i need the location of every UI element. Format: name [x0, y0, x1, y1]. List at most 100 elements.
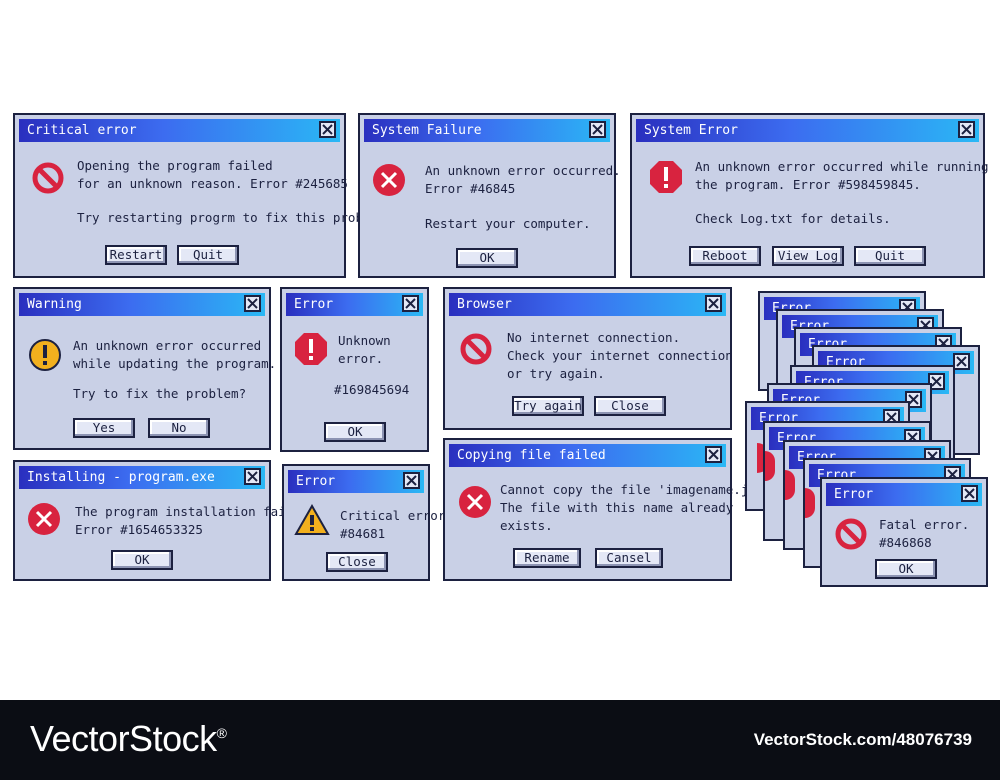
dialog-error-unknown: Error Unknown error. #169845694 OK [280, 287, 429, 452]
brand-logo[interactable]: VectorStock® [30, 718, 227, 760]
error-x-icon [28, 503, 60, 535]
view-log-button[interactable]: View Log [772, 246, 844, 266]
message-line: No internet connection. [507, 330, 681, 345]
stop-octagon-icon [650, 161, 682, 193]
message-line: An unknown error occurred. [425, 163, 621, 178]
close-icon[interactable] [928, 373, 945, 390]
dialog-installing: Installing - program.exe The program ins… [13, 460, 316, 581]
prohibited-icon [32, 162, 64, 194]
close-icon[interactable] [589, 121, 606, 138]
close-icon[interactable] [958, 121, 975, 138]
try-again-button[interactable]: Try again [512, 396, 584, 416]
message-line: The file with this name already [500, 500, 734, 515]
restart-button[interactable]: Restart [105, 245, 167, 265]
message-line: An unknown error occurred while running [695, 159, 989, 174]
title-bar[interactable]: Warning [19, 293, 265, 316]
message-line: while updating the program. [73, 356, 277, 371]
close-icon[interactable] [244, 468, 261, 485]
message-line: or try again. [507, 366, 605, 381]
quit-button[interactable]: Quit [177, 245, 239, 265]
message-line: error. [338, 351, 384, 366]
yes-button[interactable]: Yes [73, 418, 135, 438]
partial-error-icon [765, 451, 775, 481]
prohibited-icon [835, 518, 867, 550]
no-button[interactable]: No [148, 418, 210, 438]
title-bar[interactable]: System Error [636, 119, 979, 142]
close-icon[interactable] [402, 295, 419, 312]
prohibited-icon [460, 333, 492, 365]
message-line: Error #1654653325 [75, 522, 203, 537]
ok-button[interactable]: OK [111, 550, 173, 570]
dialog-title: Installing - program.exe [27, 470, 215, 485]
close-icon[interactable] [244, 295, 261, 312]
message-line: Try to fix the problem? [73, 386, 247, 401]
title-bar[interactable]: Critical error [19, 119, 340, 142]
title-bar[interactable]: Error [826, 483, 982, 506]
quit-button[interactable]: Quit [854, 246, 926, 266]
message-line: An unknown error occurred [73, 338, 262, 353]
close-icon[interactable] [961, 485, 978, 502]
message-line: #169845694 [334, 382, 410, 397]
message-line: Error #46845 [425, 181, 516, 196]
title-bar[interactable]: Error [288, 470, 424, 493]
dialog-title: Error [296, 474, 336, 489]
dialog-title: Browser [457, 297, 512, 312]
close-icon[interactable] [953, 353, 970, 370]
dialog-title: Error [834, 487, 874, 502]
dialog-title: Error [294, 297, 334, 312]
title-bar[interactable]: Copying file failed [449, 444, 726, 467]
partial-error-icon [785, 470, 795, 500]
cancel-button[interactable]: Cansel [595, 548, 663, 568]
message-line: Check Log.txt for details. [695, 211, 891, 226]
dialog-copying-failed: Copying file failed Cannot copy the file… [443, 438, 778, 581]
dialog-title: Copying file failed [457, 448, 606, 463]
message-line: Unknown [338, 333, 391, 348]
warning-circle-icon [29, 339, 61, 371]
dialog-title: Warning [27, 297, 82, 312]
message-line: the program. Error #598459845. [695, 177, 921, 192]
message-line: Check your internet connection [507, 348, 733, 363]
warning-triangle-icon [294, 504, 330, 535]
message-line: exists. [500, 518, 553, 533]
title-bar[interactable]: System Failure [364, 119, 610, 142]
brand-name: VectorStock [30, 718, 217, 759]
rename-button[interactable]: Rename [513, 548, 581, 568]
close-button[interactable]: Close [594, 396, 666, 416]
message-line: Try restarting progrm to fix this proble… [77, 210, 394, 225]
dialog-system-failure: System Failure An unknown error occurred… [358, 113, 621, 278]
dialog-title: System Error [644, 123, 738, 138]
title-bar[interactable]: Browser [449, 293, 726, 316]
message-line: #84681 [340, 526, 386, 541]
footer-bar: VectorStock® VectorStock.com/48076739 [0, 700, 1000, 780]
message-line: Cannot copy the file 'imagename.jpg'. [500, 482, 779, 497]
close-icon[interactable] [705, 446, 722, 463]
dialog-critical-error: Critical error Opening the program faile… [13, 113, 393, 278]
message-line: The program installation failed. [75, 504, 316, 519]
dialog-title: System Failure [372, 123, 482, 138]
dialog-browser: Browser No internet connection. Check yo… [443, 287, 733, 430]
ok-button[interactable]: OK [456, 248, 518, 268]
close-icon[interactable] [403, 472, 420, 489]
error-x-icon [459, 486, 491, 518]
title-bar[interactable]: Error [286, 293, 423, 316]
stop-octagon-icon [295, 333, 327, 365]
dialog-system-error: System Error An unknown error occurred w… [630, 113, 989, 278]
dialog-title: Critical error [27, 123, 137, 138]
dialog-warning: Warning An unknown error occurred while … [13, 287, 276, 450]
message-line: Opening the program failed [77, 158, 273, 173]
close-icon[interactable] [319, 121, 336, 138]
brand-url[interactable]: VectorStock.com/48076739 [753, 730, 972, 749]
close-button[interactable]: Close [326, 552, 388, 572]
message-line: Critical error [340, 508, 446, 523]
message-line: for an unknown reason. Error #245685 [77, 176, 348, 191]
reboot-button[interactable]: Reboot [689, 246, 761, 266]
message-line: Restart your computer. [425, 216, 591, 231]
close-icon[interactable] [705, 295, 722, 312]
error-x-icon [373, 164, 405, 196]
ok-button[interactable]: OK [324, 422, 386, 442]
title-bar[interactable]: Installing - program.exe [19, 466, 265, 489]
dialog-error-critical: Error Critical error #84681 Close [282, 464, 445, 581]
message-line: #846868 [879, 535, 932, 550]
message-line: Fatal error. [879, 517, 970, 532]
ok-button[interactable]: OK [875, 559, 937, 579]
